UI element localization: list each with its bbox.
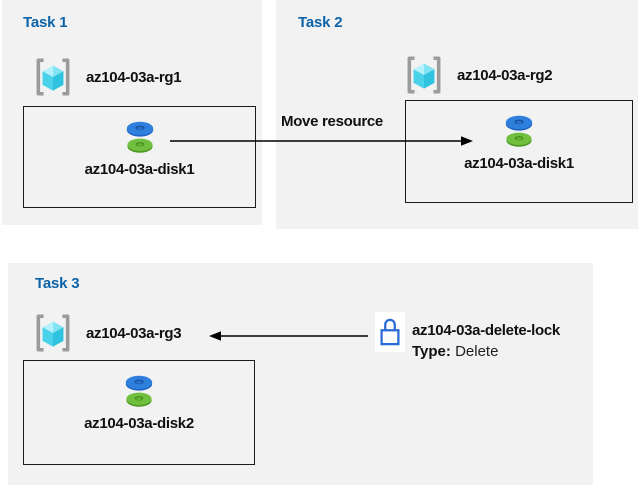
task1-disk-label: az104-03a-disk1 <box>84 161 195 178</box>
task1-resource-group: az104-03a-rg1 <box>31 55 182 99</box>
lock-name-label: az104-03a-delete-lock <box>412 322 560 339</box>
task2-title: Task 2 <box>298 14 343 31</box>
lock-type-line: Type: Delete <box>412 341 560 362</box>
task3-resource-group: az104-03a-rg3 <box>31 311 182 355</box>
task2-resource-box: az104-03a-disk1 <box>405 100 633 203</box>
move-resource-label: Move resource <box>281 113 383 130</box>
disk-icon <box>121 118 159 154</box>
lock-annotation: az104-03a-delete-lock Type: Delete <box>412 320 560 362</box>
task1-title: Task 1 <box>23 14 68 31</box>
task3-panel: Task 3 az104-03a-rg3 <box>8 263 593 485</box>
task2-disk-label: az104-03a-disk1 <box>464 155 574 172</box>
task2-panel: Task 2 Move resource az104-03a-rg2 <box>276 0 638 229</box>
task3-title: Task 3 <box>35 275 80 292</box>
disk-icon <box>120 372 158 408</box>
resource-group-icon <box>36 58 70 96</box>
lock-type-value: Delete <box>455 343 499 360</box>
task1-panel: Task 1 az104-03a-rg1 <box>2 0 262 225</box>
task2-resource-group: az104-03a-rg2 <box>402 53 553 97</box>
task1-resource-box: az104-03a-disk1 <box>23 106 256 208</box>
lock-icon <box>380 318 400 346</box>
task3-resource-box: az104-03a-disk2 <box>23 360 255 465</box>
task1-rg-label: az104-03a-rg1 <box>86 68 182 86</box>
lock-plate <box>375 312 405 352</box>
task3-rg-label: az104-03a-rg3 <box>86 324 182 342</box>
lock-type-label: Type: <box>412 343 451 360</box>
task2-rg-label: az104-03a-rg2 <box>457 66 553 84</box>
resource-group-icon <box>407 56 441 94</box>
disk-icon <box>500 112 538 148</box>
task3-disk-label: az104-03a-disk2 <box>84 415 194 432</box>
resource-group-icon <box>36 314 70 352</box>
